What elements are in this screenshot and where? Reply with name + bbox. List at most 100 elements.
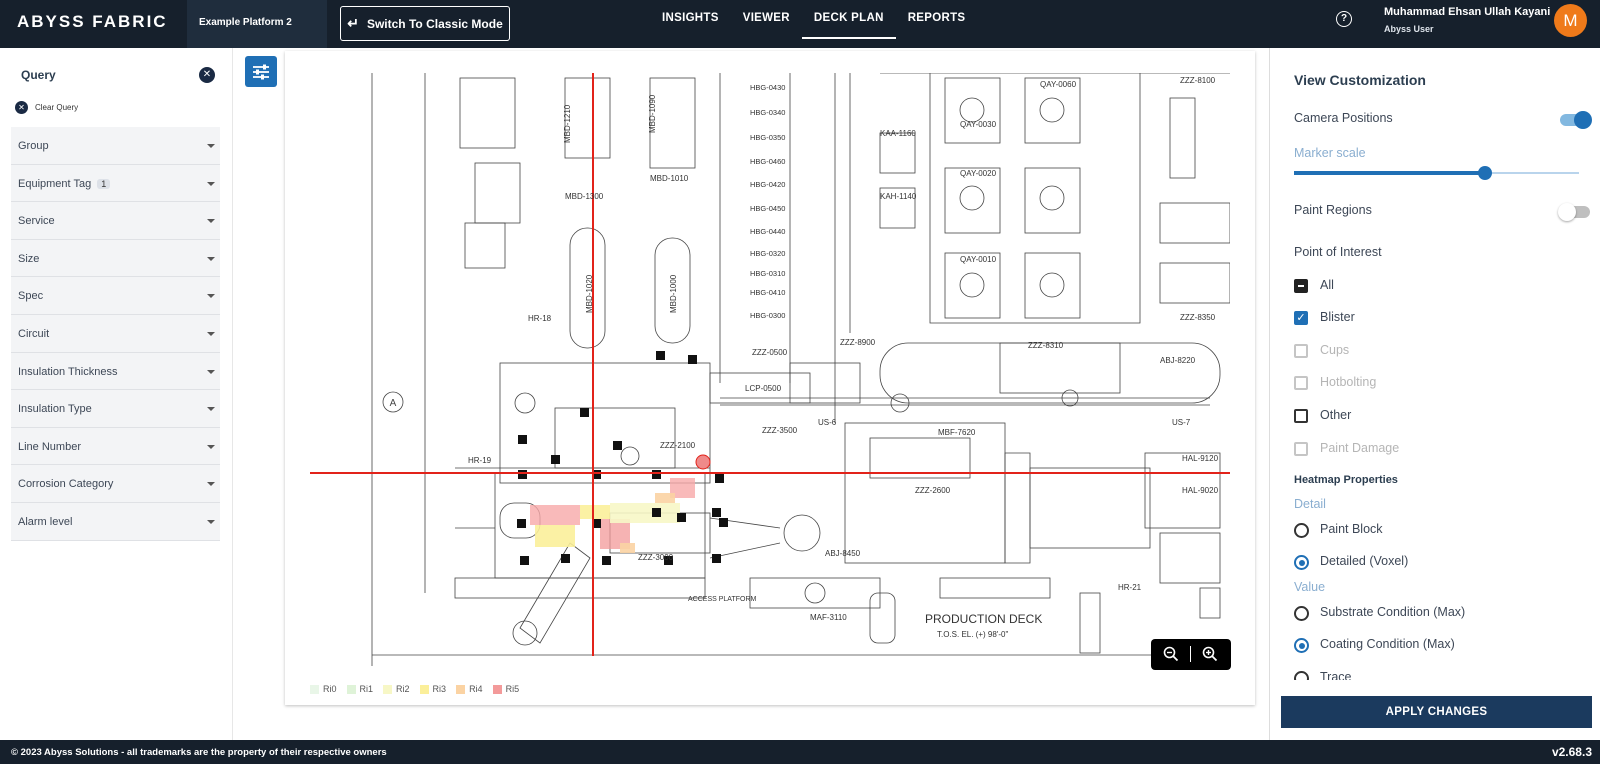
brand-logo[interactable]: ABYSS FABRIC xyxy=(17,12,168,31)
chevron-down-icon xyxy=(207,331,215,336)
crosshair xyxy=(310,73,1230,656)
zoom-controls xyxy=(1151,639,1231,670)
paint-block-label: Paint Block xyxy=(1320,522,1383,536)
filter-count-badge: 1 xyxy=(97,178,111,189)
poi-other-checkbox[interactable] xyxy=(1294,409,1308,423)
filter-label-text: Equipment Tag xyxy=(18,177,92,190)
platform-selector[interactable]: Example Platform 2 xyxy=(187,0,327,48)
filter-label: Circuit xyxy=(18,327,50,340)
legend-swatch xyxy=(310,684,319,694)
switch-classic-mode-button[interactable]: ↵ Switch To Classic Mode xyxy=(340,6,510,41)
equipment-label: QAY-0060 xyxy=(1040,80,1077,89)
filter-spec[interactable]: Spec xyxy=(11,277,220,315)
apply-changes-button[interactable]: APPLY CHANGES xyxy=(1281,696,1592,728)
equipment-label: HR-18 xyxy=(528,314,552,323)
poi-blister-checkbox[interactable]: ✓ xyxy=(1294,311,1308,325)
legend-label: Ri5 xyxy=(505,684,520,694)
hbg-label: HBG-0430 xyxy=(750,83,785,92)
filter-insulation-thickness[interactable]: Insulation Thickness xyxy=(11,352,220,391)
nav-deck-plan[interactable]: DECK PLAN xyxy=(801,0,896,39)
hbg-label: HBG-0450 xyxy=(750,204,785,213)
equipment-label: MBF-7620 xyxy=(938,428,976,437)
poi-cups-checkbox[interactable] xyxy=(1294,344,1308,358)
trace-radio[interactable] xyxy=(1294,671,1309,680)
filter-insulation-type[interactable]: Insulation Type xyxy=(11,390,220,428)
equipment-label: ZZZ-3000 xyxy=(638,553,674,562)
clear-query-button[interactable]: ✕ Clear Query xyxy=(15,101,78,114)
marker-scale-label: Marker scale xyxy=(1294,146,1366,160)
legend-item: Ri0 xyxy=(310,684,337,694)
filter-line-number[interactable]: Line Number xyxy=(11,427,220,466)
legend-swatch xyxy=(383,684,393,694)
filter-label: Insulation Thickness xyxy=(18,365,118,378)
hbg-label: HBG-0420 xyxy=(750,180,785,189)
coating-condition-label: Coating Condition (Max) xyxy=(1320,637,1455,651)
filter-corrosion-category[interactable]: Corrosion Category xyxy=(11,465,220,503)
camera-markers[interactable] xyxy=(517,351,728,565)
paint-block-radio[interactable] xyxy=(1294,523,1309,538)
hbg-label: HBG-0320 xyxy=(750,249,785,258)
hbg-label: HBG-0460 xyxy=(750,157,785,166)
version: v2.68.3 xyxy=(1551,745,1592,759)
legend-item: Ri1 xyxy=(346,684,374,694)
close-icon[interactable]: ✕ xyxy=(199,67,215,83)
legend-label: Ri2 xyxy=(396,684,410,694)
detailed-voxel-label: Detailed (Voxel) xyxy=(1320,554,1409,568)
equipment-label: MBD-1300 xyxy=(565,192,604,201)
equipment-label: ZZZ-2600 xyxy=(915,486,951,495)
slider-handle[interactable] xyxy=(1477,166,1492,180)
platform-name: Example Platform 2 xyxy=(199,17,292,28)
zoom-divider xyxy=(1190,646,1191,662)
filter-list: Group Equipment Tag 1 Service Size Spec C… xyxy=(11,127,220,541)
heatmap-overlay xyxy=(530,478,695,553)
chevron-down-icon xyxy=(207,369,215,374)
coating-condition-radio[interactable] xyxy=(1294,638,1309,653)
poi-all-checkbox[interactable] xyxy=(1294,279,1308,293)
poi-cups-label: Cups xyxy=(1320,343,1350,357)
filter-alarm-level[interactable]: Alarm level xyxy=(11,502,220,541)
filter-size[interactable]: Size xyxy=(11,239,220,278)
nav-reports[interactable]: REPORTS xyxy=(907,12,966,24)
equipment-label: QAY-0020 xyxy=(960,169,997,178)
detailed-voxel-radio[interactable] xyxy=(1294,555,1309,570)
map-settings-button[interactable] xyxy=(245,56,277,87)
substrate-condition-radio[interactable] xyxy=(1294,606,1309,621)
legend-swatch xyxy=(492,684,502,694)
camera-positions-toggle[interactable] xyxy=(1560,111,1592,129)
poi-blister-label: Blister xyxy=(1320,310,1355,324)
zoom-out-icon[interactable] xyxy=(1162,645,1180,663)
hbg-label: HBG-0410 xyxy=(750,288,785,297)
equipment-label: MBD-1210 xyxy=(563,104,572,143)
filter-circuit[interactable]: Circuit xyxy=(11,314,220,353)
clear-icon: ✕ xyxy=(15,101,28,114)
marker-scale-slider[interactable] xyxy=(1294,166,1579,180)
poi-hotbolting-label: Hotbolting xyxy=(1320,375,1377,389)
poi-title: Point of Interest xyxy=(1294,245,1382,259)
poi-paint-damage-checkbox[interactable] xyxy=(1294,442,1308,456)
filter-label: Spec xyxy=(18,290,44,303)
footer: © 2023 Abyss Solutions - all trademarks … xyxy=(0,740,1600,764)
legend-swatch xyxy=(346,684,356,694)
zoom-in-icon[interactable] xyxy=(1201,645,1219,663)
nav-viewer[interactable]: VIEWER xyxy=(742,12,790,24)
query-title: Query xyxy=(21,68,56,82)
equipment-label: MBD-1020 xyxy=(585,274,594,313)
paint-regions-toggle[interactable] xyxy=(1558,203,1590,221)
deck-plan-drawing[interactable]: A MBD-1210 MBD-1090 MBD-1300 MBD-1010 xyxy=(310,73,1230,666)
equipment-label: MBD-1000 xyxy=(669,274,678,313)
copyright: © 2023 Abyss Solutions - all trademarks … xyxy=(11,747,387,758)
help-icon[interactable]: ? xyxy=(1336,11,1352,27)
filter-equipment-tag[interactable]: Equipment Tag 1 xyxy=(11,164,220,203)
main-nav: INSIGHTS VIEWER DECK PLAN REPORTS xyxy=(650,0,977,48)
legend-label: Ri1 xyxy=(359,684,374,694)
equipment-label: KAA-1160 xyxy=(880,129,916,138)
nav-insights[interactable]: INSIGHTS xyxy=(662,12,719,24)
filter-service[interactable]: Service xyxy=(11,202,220,240)
filter-group[interactable]: Group xyxy=(11,127,220,165)
selected-marker[interactable] xyxy=(695,454,711,470)
substrate-condition-label: Substrate Condition (Max) xyxy=(1320,605,1466,619)
avatar[interactable]: M xyxy=(1554,4,1587,37)
legend-label: Ri3 xyxy=(432,684,447,694)
equipment-label: ABJ-8220 xyxy=(1160,356,1196,365)
poi-hotbolting-checkbox[interactable] xyxy=(1294,376,1308,390)
